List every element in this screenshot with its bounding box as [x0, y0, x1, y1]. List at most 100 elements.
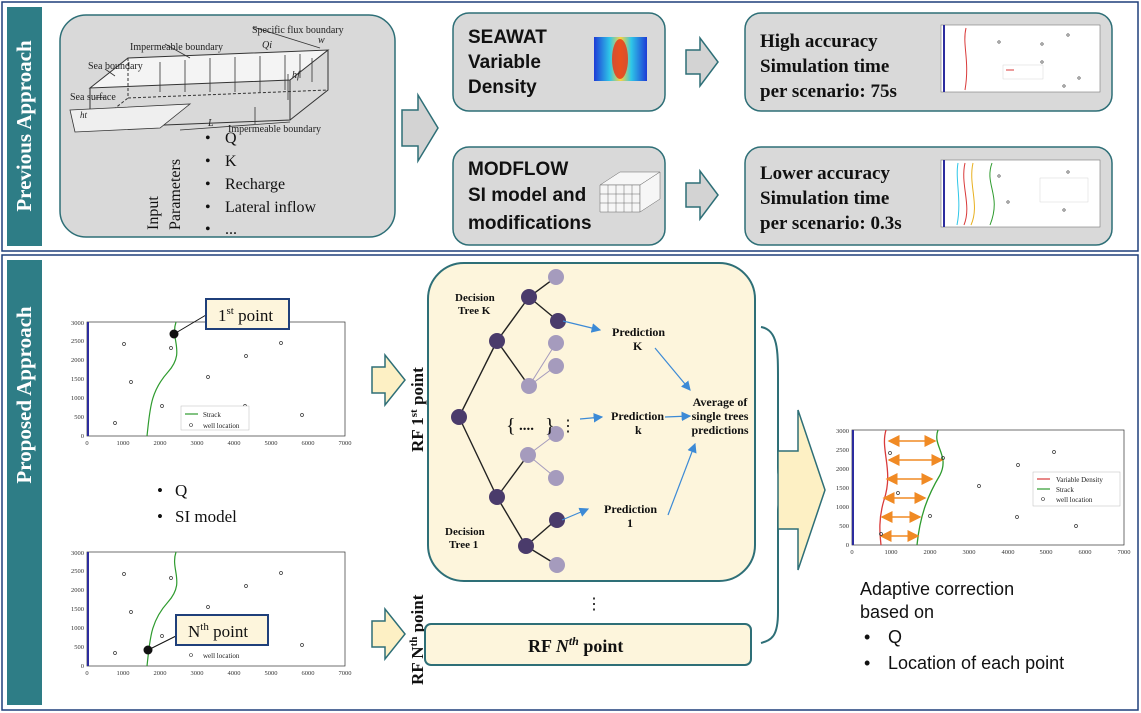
svg-text:7000: 7000: [339, 440, 352, 447]
svg-text:Nth point: Nth point: [188, 621, 248, 641]
arrow-first-to-rf: [371, 352, 406, 408]
seawat-line-2: Variable: [468, 52, 541, 73]
pred-1-line-1: Prediction: [604, 502, 657, 516]
svg-text:1000: 1000: [117, 440, 130, 447]
pred-k-line-1: Prediction: [611, 409, 664, 423]
avg-line-1: Average of: [693, 395, 749, 409]
svg-text:1500: 1500: [71, 606, 84, 613]
svg-text:6000: 6000: [1079, 549, 1092, 556]
output-caption-1: Adaptive correction: [860, 579, 1014, 599]
svg-text:0: 0: [85, 440, 88, 447]
l-label: L: [207, 118, 214, 129]
legend-well-output: well location: [1056, 496, 1093, 504]
first-point-callout: [205, 298, 290, 330]
legend-well-nth: well location: [203, 652, 240, 660]
svg-text:3000: 3000: [71, 550, 84, 557]
aquifer-sketch: [69, 26, 330, 133]
param-lateral-inflow: Lateral inflow: [225, 199, 317, 216]
svg-text:0: 0: [85, 670, 88, 677]
svg-text:2000: 2000: [836, 466, 849, 473]
svg-text:1000: 1000: [885, 549, 898, 556]
pred-K-to-avg: [654, 347, 691, 391]
svg-text:•: •: [864, 653, 870, 673]
parameters-label: Parameters: [167, 159, 184, 230]
modflow-grid-sketch: [599, 171, 661, 213]
svg-text:6000: 6000: [302, 440, 315, 447]
arrow-domain-to-models: [401, 92, 439, 164]
svg-text:1st point: 1st point: [218, 305, 273, 325]
mini-input-list: •Q •SI model: [157, 481, 237, 526]
svg-text:1500: 1500: [836, 485, 849, 492]
svg-text:2000: 2000: [924, 549, 937, 556]
svg-text:6000: 6000: [302, 670, 315, 677]
arrow-nth-to-rf: [371, 606, 406, 662]
svg-text:5000: 5000: [1040, 549, 1053, 556]
seawat-line-1: SEAWAT: [468, 27, 547, 48]
seawat-line-3: Density: [468, 77, 537, 98]
param-recharge: Recharge: [225, 176, 285, 193]
svg-text:500: 500: [74, 414, 84, 421]
svg-text:0: 0: [846, 542, 849, 549]
pred-k-line-2: k: [635, 423, 642, 437]
svg-text:0: 0: [81, 433, 84, 440]
pred-k-to-avg: [664, 411, 692, 422]
seawat-heatmap: [594, 37, 647, 81]
previous-approach-label: Previous Approach: [12, 40, 36, 212]
rf-nth-box-label: RF Nth point: [528, 634, 623, 656]
lower-line-2: Simulation time: [760, 188, 889, 209]
proposed-frame: [1, 254, 1139, 711]
impermeable-top-label: Impermeable boundary: [130, 42, 223, 53]
svg-text:1000: 1000: [71, 625, 84, 632]
svg-text:•: •: [205, 130, 211, 147]
svg-text:2000: 2000: [154, 440, 167, 447]
pred-1-line-2: 1: [627, 516, 633, 530]
rf-nth-box: [424, 623, 752, 666]
avg-line-2: single trees: [692, 409, 749, 423]
mini-input-si: SI model: [175, 507, 237, 526]
svg-text:2500: 2500: [71, 568, 84, 575]
svg-text:1000: 1000: [836, 504, 849, 511]
lower-line-3: per scenario: 0.3s: [760, 213, 902, 234]
impermeable-bottom-label: Impermeable boundary: [228, 124, 321, 135]
svg-text:•: •: [157, 481, 163, 500]
svg-text:4000: 4000: [228, 670, 241, 677]
proposed-approach-label: Proposed Approach: [12, 306, 36, 483]
lower-line-1: Lower accuracy: [760, 163, 890, 184]
arrow-to-pred-1: [561, 507, 590, 521]
input-label: Input: [145, 196, 162, 230]
nth-point-callout: [175, 614, 269, 646]
svg-text:2500: 2500: [836, 447, 849, 454]
svg-text:5000: 5000: [265, 440, 278, 447]
svg-text:•: •: [205, 153, 211, 170]
ht-label: ht: [80, 110, 88, 120]
output-caption-2: based on: [860, 602, 934, 622]
modflow-line-2: SI model and: [468, 185, 586, 206]
svg-text:3000: 3000: [836, 428, 849, 435]
svg-text:3000: 3000: [191, 440, 204, 447]
modflow-line-3: modifications: [468, 213, 592, 234]
svg-text:3000: 3000: [71, 320, 84, 327]
qi-label: Qi: [262, 40, 272, 51]
svg-text:3000: 3000: [963, 549, 976, 556]
strack-curve-nth: [146, 551, 178, 667]
rf-vertical-dots: ⋮: [586, 596, 602, 613]
modflow-line-1: MODFLOW: [468, 159, 568, 180]
lower-mini-plot: [940, 159, 1101, 228]
proposed-sidebar: [7, 260, 42, 705]
pred-K-line-1: Prediction: [612, 325, 665, 339]
tree-k-label-2: Tree K: [458, 305, 491, 317]
avg-line-3: predictions: [691, 423, 748, 437]
mini-input-q: Q: [175, 481, 187, 500]
svg-text:2500: 2500: [71, 338, 84, 345]
correction-arrows: [879, 435, 944, 542]
svg-text:⋮: ⋮: [560, 418, 576, 435]
output-bullet-location: Location of each point: [888, 653, 1064, 673]
svg-text:500: 500: [839, 523, 849, 530]
sea-surface-label: Sea surface: [70, 92, 116, 103]
svg-text:1500: 1500: [71, 376, 84, 383]
tree-nodes-light: [520, 269, 565, 573]
